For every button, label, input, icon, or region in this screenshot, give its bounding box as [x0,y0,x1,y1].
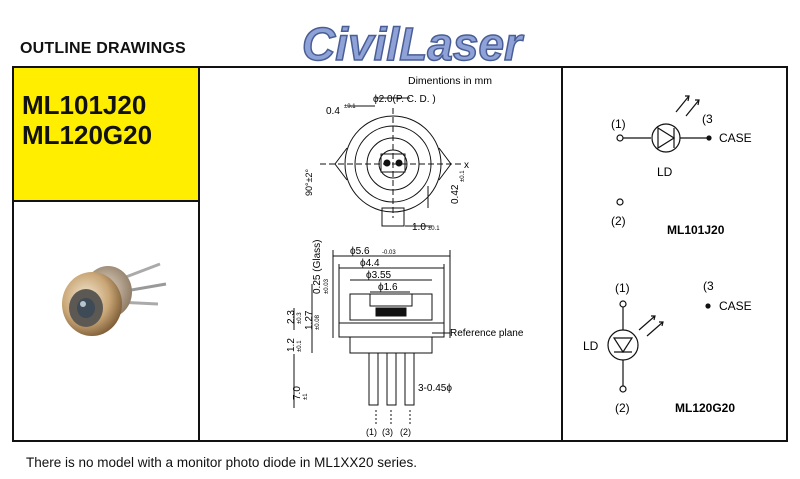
schematic-2-pin3: (3 [703,279,714,293]
dim-0-25-tol: ±0.03 [324,278,330,294]
dim-1-27-tol: ±0.08 [315,314,321,330]
side-view [293,250,451,424]
dim-0-4: 0.4 [326,106,340,117]
schematic-2-model: ML120G20 [675,401,735,415]
divider-right [561,66,563,442]
model-highlight-box: ML101J20 ML120G20 [14,68,200,202]
drawing-frame [12,66,788,442]
model-name-2: ML120G20 [22,120,153,150]
laser-diode-photo [62,262,167,336]
schematic-2-pin1: (1) [615,281,630,295]
outline-drawing: Dimentions in mm 0.4 ±0.1 ϕ2.0(P. C. D. … [286,75,524,437]
model-name-1: ML101J20 [22,90,147,120]
dim-1-6: ϕ1.6 [378,282,398,293]
pin-schematics: (1) (3 CASE LD (2) ML101J20 (1) (3 CASE … [583,95,752,415]
schematic-2-ld: LD [583,339,599,353]
page-title: OUTLINE DRAWINGS [20,40,186,57]
brand-logo-text: CivilLaser [302,18,524,70]
dim-1-0-tol: ±0.1 [428,226,440,232]
pin-label-1: (1) [366,427,377,437]
dim-0-25: 0.25 (Glass) [312,240,323,294]
dim-5-6: ϕ5.6 [350,246,370,257]
divider-left [198,66,200,442]
dim-2-3-tol: ±0.3 [297,312,303,324]
dim-1-2: 1.2 [286,338,297,352]
dim-0-42-tol: ±0.1 [460,170,466,182]
dim-angle: 90°±2° [304,168,314,196]
dim-0-4-tol: ±0.1 [344,104,356,110]
reference-plane-label: Reference plane [450,328,524,339]
schematic-2-pin2: (2) [615,401,630,415]
dim-1-2-tol: ±0.1 [297,340,303,352]
schematic-1-model: ML101J20 [667,223,725,237]
top-view [320,97,462,227]
dim-7-0: 7.0 [292,386,303,400]
brand-logo: CivilLaser [301,17,524,71]
dim-0-42: 0.42 [450,184,461,204]
axis-x: x [464,160,469,171]
schematic-2-case: CASE [719,299,752,313]
schematic-1-pin1: (1) [611,117,626,131]
dim-1-27: 1.27 [304,310,315,330]
schematic-ml120g20 [607,300,664,393]
dim-3-55: ϕ3.55 [366,270,392,281]
dim-pin-diameter: 3-0.45ϕ [418,383,452,394]
dim-2-3: 2.3 [286,310,297,324]
pin-label-2: (2) [400,427,411,437]
dim-5-6-tol: -0.03 [382,250,396,256]
schematic-1-pin3: (3 [702,112,713,126]
schematic-1-ld: LD [657,165,673,179]
pin-label-3: (3) [382,427,393,437]
dim-4-4: ϕ4.4 [360,258,380,269]
dim-7-0-tol: ±1 [303,393,309,400]
schematic-1-case: CASE [719,131,752,145]
schematic-ml101j20 [616,95,709,206]
units-note: Dimentions in mm [408,75,492,87]
dim-pcd: ϕ2.0(P. C. D. ) [373,94,436,105]
footer-note: There is no model with a monitor photo d… [26,455,417,470]
schematic-1-pin2: (2) [611,214,626,228]
dim-1-0: 1.0 [412,222,426,233]
